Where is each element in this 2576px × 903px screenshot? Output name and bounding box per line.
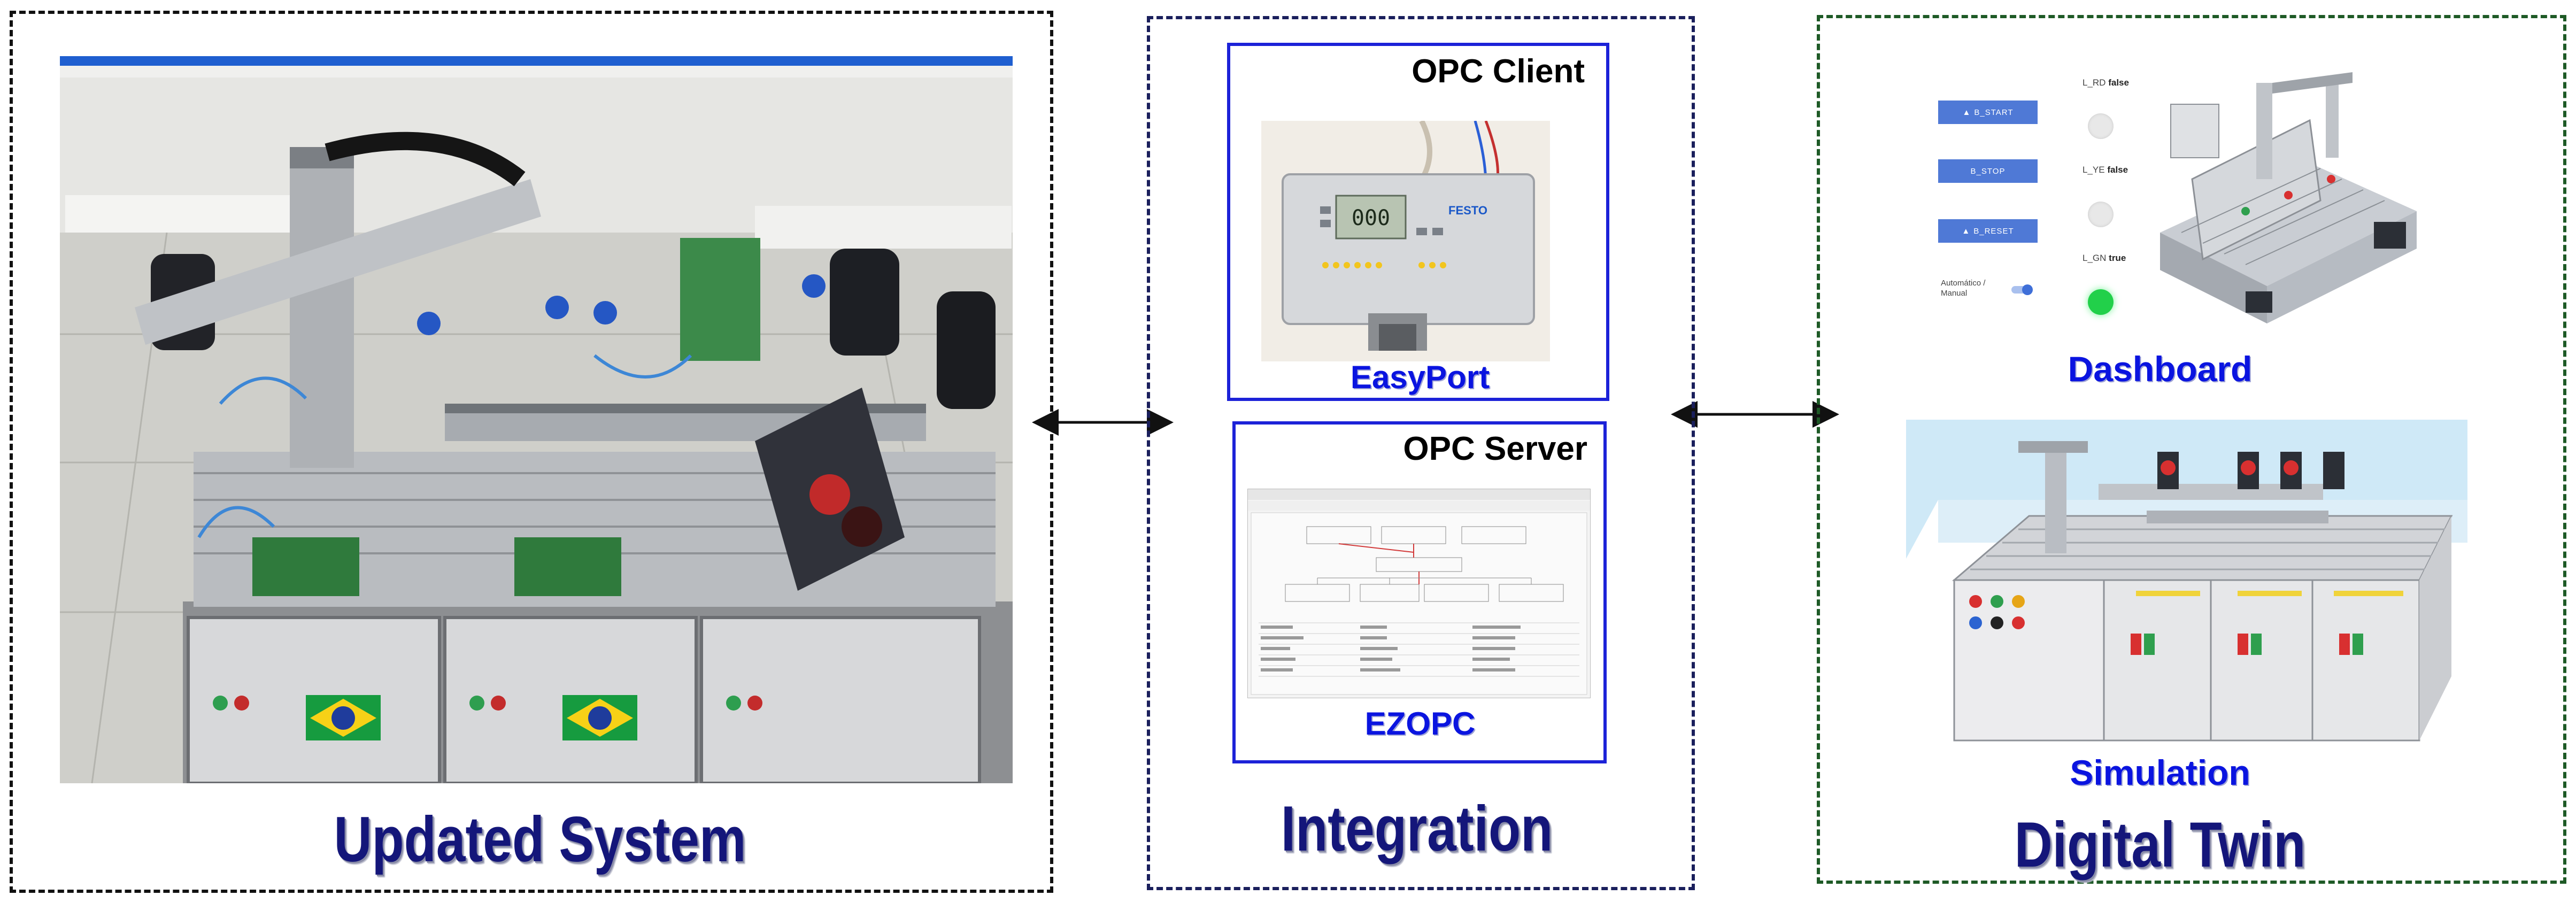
device-brand: FESTO bbox=[1448, 204, 1487, 217]
opc-server-box: OPC Server bbox=[1232, 421, 1607, 763]
device-display-value: 000 bbox=[1352, 206, 1390, 230]
easyport-device-photo: 000 FESTO bbox=[1261, 121, 1550, 361]
l-rd-label: L_RD false bbox=[2083, 78, 2129, 88]
updated-system-panel bbox=[10, 11, 1053, 893]
l-rd-indicator bbox=[2088, 113, 2114, 139]
mode-label: Automático / Manual bbox=[1941, 279, 1986, 298]
simulation-3d-render bbox=[1906, 420, 2467, 743]
digital-twin-title: Digital Twin bbox=[2014, 809, 2306, 881]
opc-client-title: OPC Client bbox=[1412, 53, 1585, 90]
l-ye-indicator bbox=[2088, 202, 2114, 227]
b-stop-button[interactable]: B_STOP bbox=[1938, 159, 2038, 183]
b-stop-label: B_STOP bbox=[1970, 166, 2006, 176]
opc-client-box: OPC Client 000 FESTO EasyPort bbox=[1227, 43, 1609, 401]
b-reset-label: B_RESET bbox=[1973, 226, 2014, 236]
b-start-label: B_START bbox=[1974, 107, 2014, 117]
warning-icon: ▲ bbox=[1962, 107, 1971, 117]
easyport-label: EasyPort bbox=[1350, 359, 1490, 395]
physical-system-photo bbox=[60, 56, 1013, 783]
digital-twin-panel bbox=[1817, 15, 2566, 884]
mode-toggle-knob bbox=[2022, 284, 2033, 295]
l-ye-label: L_YE false bbox=[2083, 165, 2128, 175]
dashboard-label: Dashboard bbox=[2068, 349, 2253, 389]
ezopc-software-screenshot bbox=[1247, 489, 1591, 698]
updated-system-title: Updated System bbox=[334, 804, 746, 875]
opc-server-title: OPC Server bbox=[1403, 430, 1587, 467]
mode-toggle[interactable] bbox=[2011, 284, 2033, 295]
simulation-label: Simulation bbox=[2070, 753, 2250, 792]
integration-title: Integration bbox=[1281, 793, 1553, 865]
ezopc-label: EZOPC bbox=[1364, 706, 1476, 742]
b-reset-button[interactable]: ▲ B_RESET bbox=[1938, 219, 2038, 243]
l-gn-indicator bbox=[2088, 289, 2114, 315]
l-gn-label: L_GN true bbox=[2083, 253, 2126, 263]
integration-panel bbox=[1147, 16, 1695, 890]
dashboard-3d-render bbox=[2149, 72, 2427, 329]
b-start-button[interactable]: ▲ B_START bbox=[1938, 101, 2038, 124]
warning-icon: ▲ bbox=[1962, 226, 1971, 236]
